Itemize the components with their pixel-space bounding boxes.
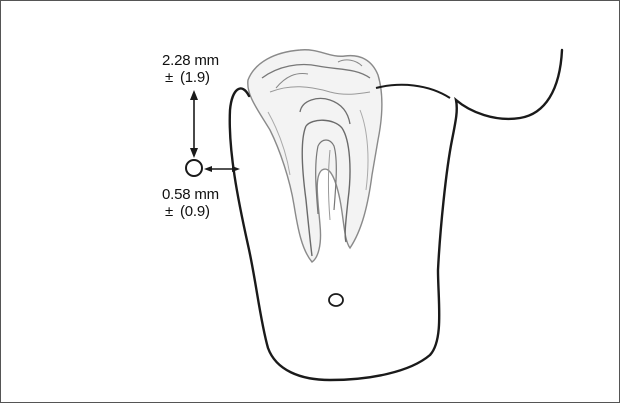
vertical-distance-arrow <box>190 90 198 158</box>
horizontal-distance-value: 0.58 mm <box>162 186 219 203</box>
target-circle-marker <box>186 160 202 176</box>
vertical-distance-sd: ± (1.9) <box>162 69 219 86</box>
molar-tooth <box>248 50 382 262</box>
vertical-distance-label: 2.28 mm ± (1.9) <box>162 52 219 86</box>
mandibular-canal-marker <box>329 294 343 306</box>
alveolar-crest-line <box>376 85 450 98</box>
vertical-distance-value: 2.28 mm <box>162 52 219 69</box>
horizontal-distance-label: 0.58 mm ± (0.9) <box>162 186 219 220</box>
horizontal-distance-sd: ± (0.9) <box>162 203 219 220</box>
